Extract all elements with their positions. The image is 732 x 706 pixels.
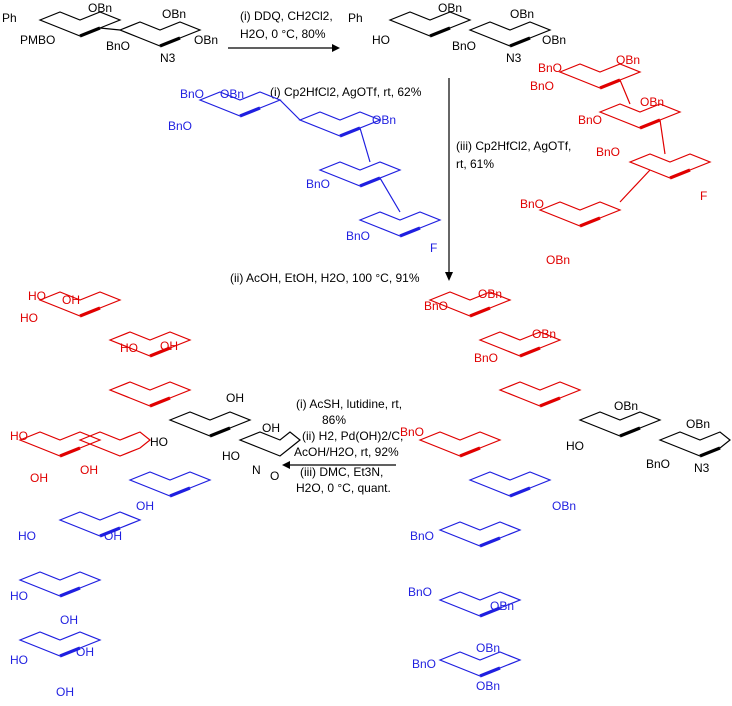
bno-label: BnO (530, 79, 554, 93)
obn-label: OBn (438, 1, 462, 15)
arrow-step5 (282, 461, 396, 469)
cond5-line6: H2O, 0 °C, quant. (296, 481, 391, 495)
n3-label: N3 (694, 461, 710, 475)
bno-label: BnO (180, 87, 204, 101)
obn-label: OBn (478, 287, 502, 301)
ho-label: HO (20, 311, 38, 325)
ho-label: HO (18, 529, 36, 543)
oh-label: OH (76, 645, 94, 659)
obn-label: OBn (532, 327, 556, 341)
protected-glycan: BnO OBn OBn BnO BnO OBn OBn BnO N3 HO OB… (400, 287, 731, 693)
o-label: O (270, 469, 279, 483)
obn-label: OBn (162, 7, 186, 21)
bno-label: BnO (400, 425, 424, 439)
arrow-vertical (445, 78, 453, 281)
cond3-line1: (iii) Cp2HfCl2, AgOTf, (456, 139, 571, 153)
ho-label: HO (10, 653, 28, 667)
ho-label: HO (10, 429, 28, 443)
ho-label: HO (222, 449, 240, 463)
oh-label: OH (160, 339, 178, 353)
pmbo-label: PMBO (20, 33, 55, 47)
cond5-line3: (ii) H2, Pd(OH)2/C, (302, 429, 403, 443)
bno-label: BnO (578, 113, 602, 127)
ho-label: HO (10, 589, 28, 603)
oh-label: OH (30, 471, 48, 485)
ho-label: HO (150, 435, 168, 449)
bno-label: BnO (424, 299, 448, 313)
bno-label: BnO (596, 145, 620, 159)
cond3-line2: rt, 61% (456, 157, 494, 171)
obn-label: OBn (510, 7, 534, 21)
n-label: N (252, 463, 261, 477)
obn-label: OBn (372, 113, 396, 127)
conditions-step5: (i) AcSH, lutidine, rt, 86% (ii) H2, Pd(… (294, 397, 403, 495)
obn-label: OBn (686, 417, 710, 431)
product-disaccharide: Ph OBn OBn HO BnO OBn N3 (348, 1, 566, 65)
oh-label: OH (136, 499, 154, 513)
oh-label: OH (262, 421, 280, 435)
cond5-line5: (iii) DMC, Et3N, (300, 465, 383, 479)
n3-label: N3 (506, 51, 522, 65)
bno-label: BnO (306, 177, 330, 191)
obn-label: OBn (616, 53, 640, 67)
conditions-step1: (i) DDQ, CH2Cl2, H2O, 0 °C, 80% (240, 9, 333, 41)
bno-label: BnO (646, 457, 670, 471)
ph-label: Ph (2, 11, 17, 25)
obn-label: OBn (640, 95, 664, 109)
ho-label: HO (372, 33, 390, 47)
bno-label: BnO (106, 39, 130, 53)
blue-donor: BnO OBn BnO OBn BnO BnO F (168, 87, 442, 255)
obn-label: OBn (614, 399, 638, 413)
cond5-line2: 86% (322, 413, 346, 427)
cond1-line1: (i) DDQ, CH2Cl2, (240, 9, 333, 23)
bno-label: BnO (474, 351, 498, 365)
bno-label: BnO (408, 585, 432, 599)
n3-label: N3 (160, 51, 176, 65)
arrow-step1 (228, 44, 340, 52)
cond1-line2: H2O, 0 °C, 80% (240, 27, 326, 41)
bno-label: BnO (452, 39, 476, 53)
bno-label: BnO (410, 529, 434, 543)
bno-label: BnO (346, 229, 370, 243)
obn-label: OBn (476, 679, 500, 693)
oh-label: OH (104, 529, 122, 543)
ho-label: HO (566, 439, 584, 453)
conditions-step3: (iii) Cp2HfCl2, AgOTf, rt, 61% (456, 139, 571, 171)
obn-label: OBn (490, 599, 514, 613)
bno-label: BnO (520, 197, 544, 211)
f-label: F (430, 241, 437, 255)
oh-label: OH (62, 293, 80, 307)
ho-label: HO (28, 289, 46, 303)
obn-label: OBn (542, 33, 566, 47)
ph-label: Ph (348, 11, 363, 25)
deprotected-glycan: HO OH HO OH HO HO OH OH OH HO OH HO N O … (10, 289, 301, 699)
oh-label: OH (56, 685, 74, 699)
oh-label: OH (226, 391, 244, 405)
obn-label: OBn (546, 253, 570, 267)
cond4-text: (ii) AcOH, EtOH, H2O, 100 °C, 91% (230, 271, 420, 285)
obn-label: OBn (476, 641, 500, 655)
red-donor: BnO OBn BnO OBn BnO BnO F BnO OBn (520, 53, 712, 267)
oh-label: OH (80, 463, 98, 477)
obn-label: OBn (552, 499, 576, 513)
oh-label: OH (60, 613, 78, 627)
obn-label: OBn (88, 1, 112, 15)
obn-label: OBn (194, 33, 218, 47)
cond5-line1: (i) AcSH, lutidine, rt, (296, 397, 402, 411)
cond5-line4: AcOH/H2O, rt, 92% (294, 445, 399, 459)
ho-label: HO (120, 341, 138, 355)
bno-label: BnO (538, 61, 562, 75)
obn-label: OBn (220, 87, 244, 101)
bno-label: BnO (412, 657, 436, 671)
cond2-text: (i) Cp2HfCl2, AgOTf, rt, 62% (270, 85, 422, 99)
f-label: F (700, 189, 707, 203)
starting-disaccharide: Ph OBn OBn PMBO BnO OBn N3 (2, 1, 218, 65)
bno-label: BnO (168, 119, 192, 133)
